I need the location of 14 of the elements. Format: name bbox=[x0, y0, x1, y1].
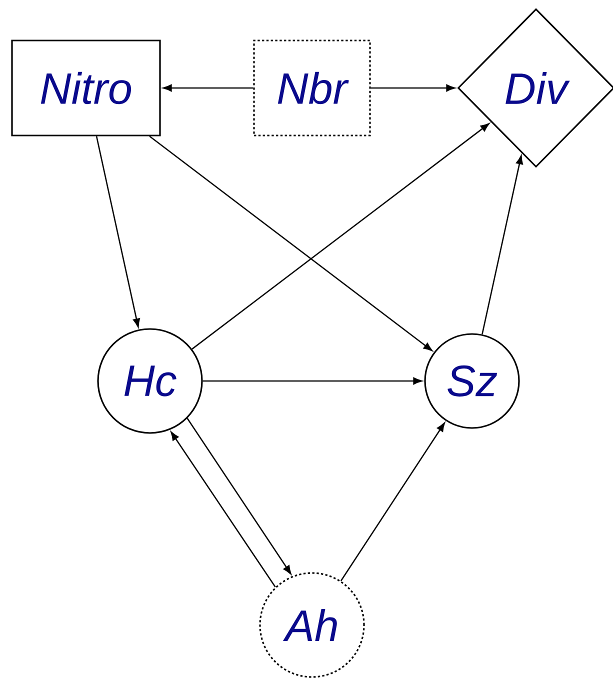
arrow bbox=[202, 377, 422, 385]
circle-node: Sz bbox=[424, 333, 520, 429]
arrow bbox=[162, 84, 254, 92]
arrow bbox=[170, 432, 276, 588]
arrow bbox=[192, 123, 490, 350]
dotted-box: Nbr bbox=[253, 40, 371, 136]
circle-node: Hc bbox=[97, 328, 203, 434]
arrow bbox=[149, 136, 432, 352]
process-box: Nitro bbox=[11, 40, 161, 136]
arrow bbox=[186, 418, 292, 574]
arrow bbox=[482, 155, 523, 334]
arrow bbox=[370, 84, 456, 92]
arrow bbox=[96, 136, 140, 328]
arrow bbox=[340, 422, 445, 582]
